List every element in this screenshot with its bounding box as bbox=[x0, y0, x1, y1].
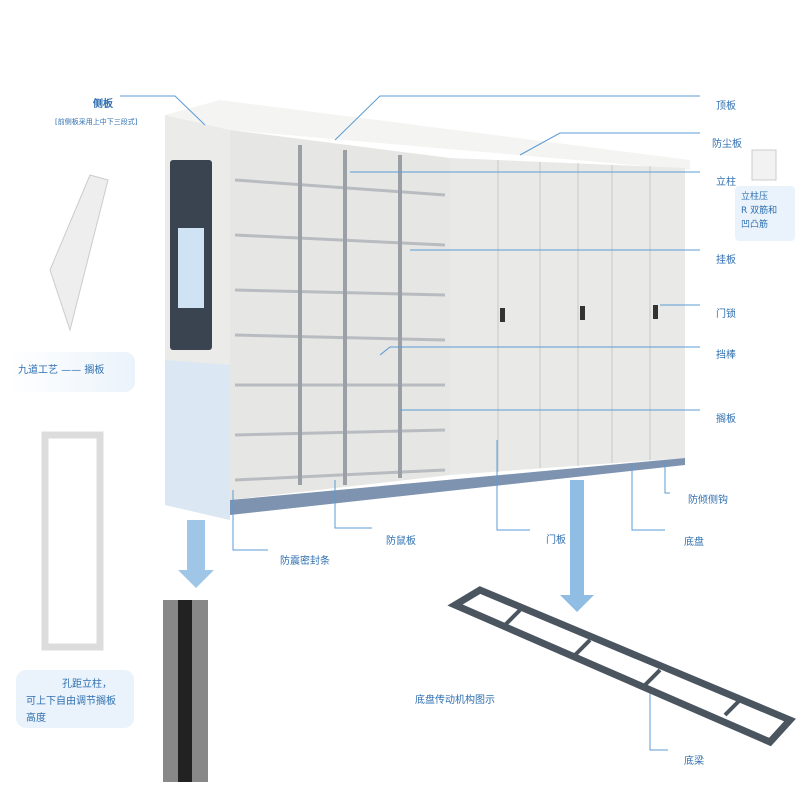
label-hanging-panel: 挂板 bbox=[716, 255, 736, 266]
label-side-panel: 侧板 bbox=[93, 99, 113, 110]
column-clip bbox=[751, 149, 777, 181]
label-side-panel-note: [前侧板采用上中下三段式] bbox=[55, 118, 138, 126]
hole-column-note-box: 孔距立柱， 可上下自由调节搁板 高度 bbox=[16, 670, 134, 728]
top-panel bbox=[165, 100, 690, 170]
doors bbox=[450, 158, 685, 475]
hole-column-frame bbox=[41, 431, 104, 651]
shelves bbox=[234, 178, 446, 482]
hole-column-note-line: 孔距立柱， bbox=[62, 679, 112, 690]
column-note-line: R 双筋和 bbox=[741, 206, 778, 216]
label-column: 立柱 bbox=[716, 177, 736, 188]
column-note-box: 立柱压 R 双筋和 凹凸筋 bbox=[735, 186, 795, 241]
leader-lines bbox=[120, 95, 700, 751]
side-base bbox=[165, 360, 230, 520]
chassis-frame bbox=[447, 586, 796, 747]
label-door-panel: 门板 bbox=[546, 535, 566, 546]
column-note-line: 凹凸筋 bbox=[741, 220, 769, 230]
shelf-process-box: 九道工艺 —— 搁板 bbox=[10, 352, 135, 392]
label-rodent-guard: 防鼠板 bbox=[386, 536, 416, 547]
label-top-panel: 顶板 bbox=[716, 101, 736, 112]
label-chassis: 底盘 bbox=[684, 537, 704, 548]
shelf-sample bbox=[49, 174, 109, 332]
label-anti-tilt-hook: 防倾侧钩 bbox=[688, 495, 728, 506]
label-chassis-caption: 底盘传动机构图示 bbox=[415, 695, 495, 706]
open-shelf-unit bbox=[230, 130, 450, 500]
hole-column-note-line: 可上下自由调节搁板 bbox=[26, 696, 116, 707]
column-note-line: 立柱压 bbox=[741, 192, 769, 202]
label-seal-strip: 防震密封条 bbox=[280, 556, 330, 567]
hole-column-note-line: 高度 bbox=[26, 713, 46, 724]
label-shelf-process: 九道工艺 —— 搁板 bbox=[18, 365, 105, 376]
down-arrow-icon bbox=[560, 480, 594, 612]
label-stop-bar: 挡棒 bbox=[716, 350, 736, 361]
label-dust-panel: 防尘板 bbox=[712, 139, 742, 150]
label-shelf: 搁板 bbox=[716, 414, 736, 425]
down-arrow-icon bbox=[178, 520, 214, 588]
touch-screen bbox=[178, 228, 204, 308]
seal-strip bbox=[230, 458, 685, 515]
label-door-lock: 门锁 bbox=[716, 309, 736, 320]
label-bottom-beam: 底梁 bbox=[684, 756, 704, 767]
